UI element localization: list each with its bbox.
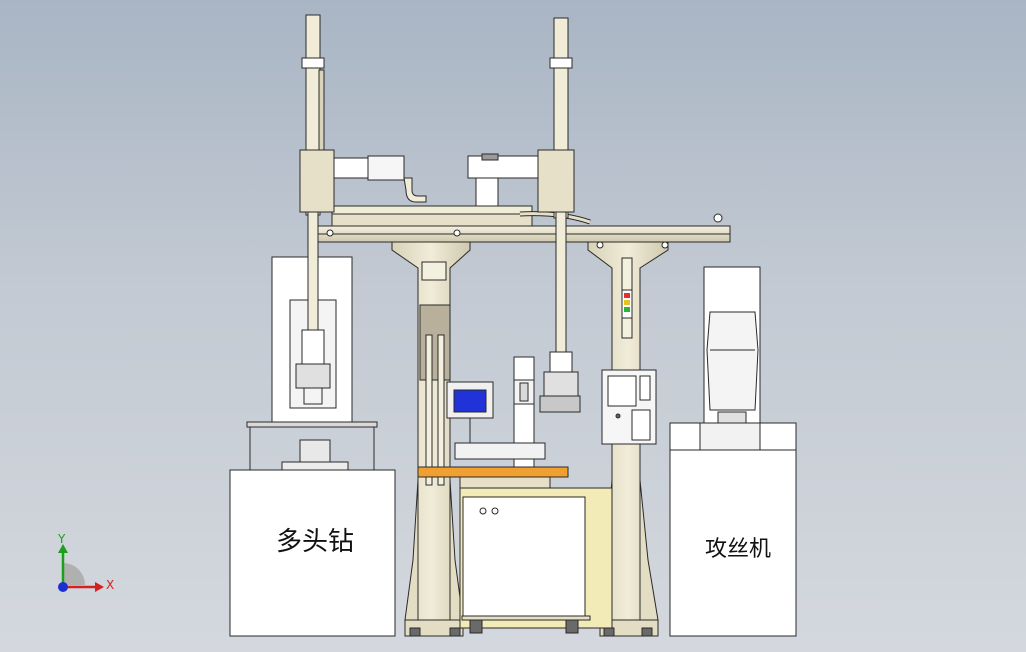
hmi-screen <box>453 389 487 413</box>
y-axis-label: Y <box>57 532 66 546</box>
signal-light-green <box>624 307 630 312</box>
control-cabinet <box>462 496 586 620</box>
right-machine-label: 攻丝机 <box>705 537 771 562</box>
right-z-axis <box>467 17 581 413</box>
signal-light-red <box>624 293 630 298</box>
drill-base-box <box>229 469 396 637</box>
control-panel <box>601 369 657 445</box>
left-machine-label: 多头钻 <box>276 527 354 557</box>
tapping-base-box <box>669 449 797 637</box>
signal-light-yellow <box>624 300 630 305</box>
work-station <box>417 356 613 634</box>
z-axis-dot <box>58 582 68 592</box>
tapping-machine <box>669 266 797 637</box>
coordinate-triad <box>58 544 104 592</box>
x-axis-label: X <box>106 578 114 592</box>
orange-fixture <box>417 466 569 478</box>
left-z-axis <box>295 14 427 405</box>
